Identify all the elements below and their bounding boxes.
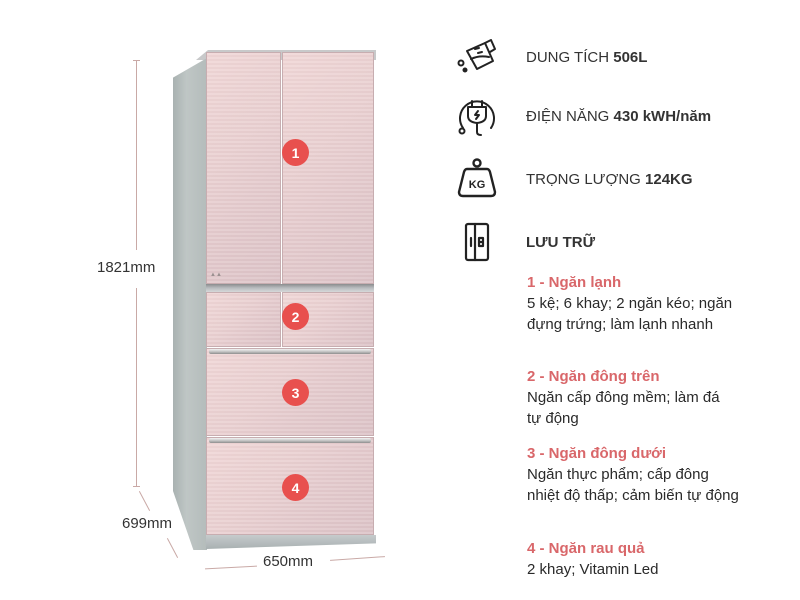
compartment-3: 3 - Ngăn đông dưới Ngăn thực phẩm; cấp đ… xyxy=(527,444,767,506)
spec-capacity-value: 506L xyxy=(613,48,648,66)
spec-storage-label: LƯU TRỮ xyxy=(526,233,596,251)
compartment-badge-2: 2 xyxy=(282,303,309,330)
refrigerator-illustration: ▲▲ 1 2 3 4 xyxy=(173,50,378,570)
fridge-door-left xyxy=(206,52,281,284)
compartment-badge-4: 4 xyxy=(282,474,309,501)
weight-kg-icon: KG xyxy=(454,158,500,200)
compartment-3-desc: Ngăn thực phẩm; cấp đông nhiệt độ thấp; … xyxy=(527,466,739,504)
spec-capacity-label: DUNG TÍCH xyxy=(526,48,610,66)
compartment-3-title: 3 - Ngăn đông dưới xyxy=(527,445,667,462)
upper-freezer-drawer-left xyxy=(206,292,281,347)
spec-weight-value: 124KG xyxy=(645,170,693,188)
compartment-badge-1: 1 xyxy=(282,139,309,166)
width-label: 650mm xyxy=(263,553,314,570)
compartment-4-title: 4 - Ngăn rau quả xyxy=(527,540,645,557)
brand-logo-icon: ▲▲ xyxy=(210,272,222,278)
spec-power: ĐIỆN NĂNG 430 kWH/năm xyxy=(454,95,711,137)
depth-label: 699mm xyxy=(122,515,173,532)
spec-power-text: ĐIỆN NĂNG 430 kWH/năm xyxy=(526,108,711,125)
power-plug-icon xyxy=(454,95,500,137)
height-line-top xyxy=(136,60,137,250)
spec-capacity-text: DUNG TÍCH 506L xyxy=(526,49,647,66)
compartment-4-desc: 2 khay; Vitamin Led xyxy=(527,561,659,578)
drawer-4-handle xyxy=(209,438,371,443)
spec-weight-label: TRỌNG LƯỢNG xyxy=(526,170,641,188)
fridge-base xyxy=(206,535,376,549)
compartment-badge-3: 3 xyxy=(282,379,309,406)
compartment-1-title: 1 - Ngăn lạnh xyxy=(527,274,622,291)
fridge-side-panel xyxy=(173,58,207,550)
compartment-2-title: 2 - Ngăn đông trên xyxy=(527,368,660,385)
height-label: 1821mm xyxy=(97,259,156,276)
svg-text:KG: KG xyxy=(469,179,486,191)
fridge-door-right xyxy=(282,52,374,284)
height-line-bottom xyxy=(136,288,137,486)
compartment-4: 4 - Ngăn rau quả 2 khay; Vitamin Led xyxy=(527,539,767,580)
fridge-storage-icon xyxy=(454,221,500,263)
drawer-3-handle xyxy=(209,349,371,354)
spec-weight-text: TRỌNG LƯỢNG 124KG xyxy=(526,171,693,188)
compartment-1-desc: 5 kệ; 6 khay; 2 ngăn kéo; ngăn đựng trứn… xyxy=(527,295,733,333)
compartment-1: 1 - Ngăn lạnh 5 kệ; 6 khay; 2 ngăn kéo; … xyxy=(527,273,767,335)
height-tick-bottom xyxy=(133,486,140,487)
spec-capacity: DUNG TÍCH 506L xyxy=(454,36,647,78)
spec-weight: KG TRỌNG LƯỢNG 124KG xyxy=(454,158,693,200)
door-divider xyxy=(206,284,374,292)
spec-power-label: ĐIỆN NĂNG xyxy=(526,107,610,125)
compartment-2-desc: Ngăn cấp đông mềm; làm đá tự động xyxy=(527,389,720,427)
spec-power-value: 430 kWH/năm xyxy=(613,107,712,125)
spec-storage: LƯU TRỮ xyxy=(454,221,595,263)
compartment-2: 2 - Ngăn đông trên Ngăn cấp đông mềm; là… xyxy=(527,367,767,429)
measuring-jug-icon xyxy=(454,36,500,78)
spec-storage-text: LƯU TRỮ xyxy=(526,234,595,251)
upper-freezer-drawer-right xyxy=(282,292,374,347)
depth-line-top xyxy=(138,491,151,511)
